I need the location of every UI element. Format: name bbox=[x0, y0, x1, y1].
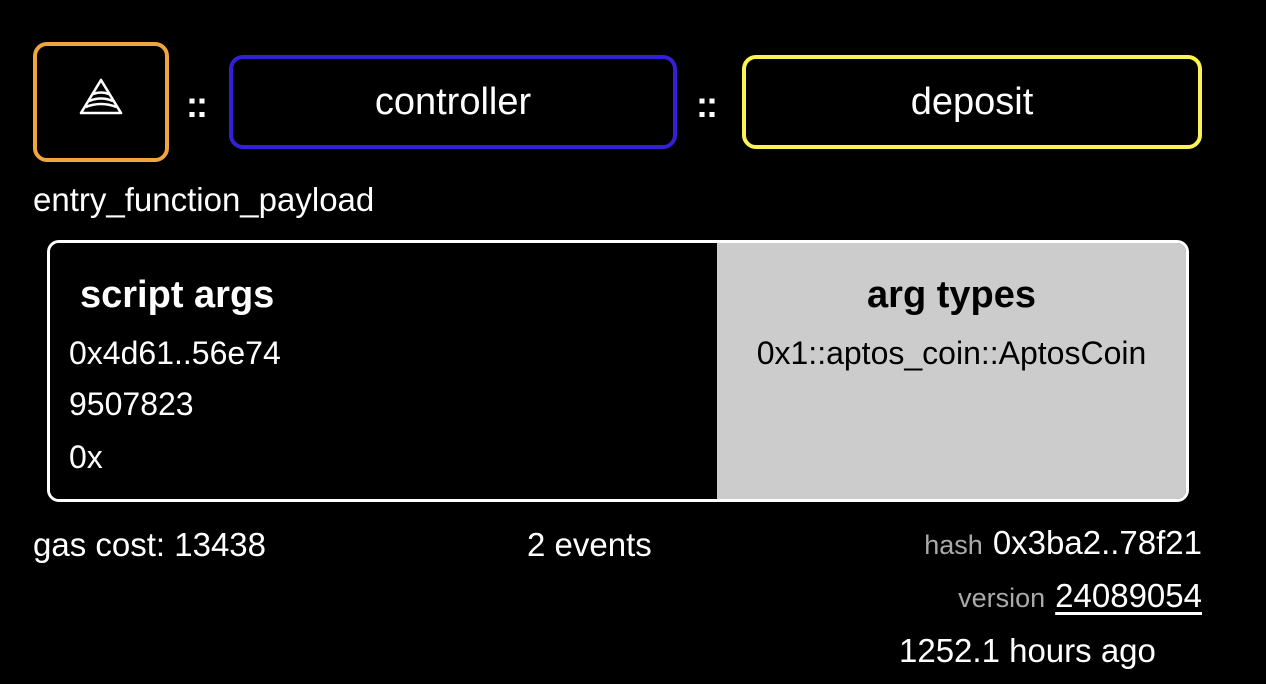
version-label: version bbox=[958, 583, 1046, 613]
version-row: version 24089054 bbox=[958, 577, 1202, 615]
path-separator: :: bbox=[186, 84, 208, 125]
script-args-heading: script args bbox=[80, 274, 275, 316]
hash-row: hash 0x3ba2..78f21 bbox=[924, 524, 1202, 562]
arg-type-value: 0x1::aptos_coin::AptosCoin bbox=[756, 335, 1147, 371]
module-name-box[interactable]: controller bbox=[229, 55, 677, 149]
path-separator: :: bbox=[696, 84, 718, 125]
hash-label: hash bbox=[924, 530, 983, 560]
aptos-logo-icon bbox=[78, 77, 124, 127]
hash-value: 0x3ba2..78f21 bbox=[992, 524, 1202, 561]
arg-types-heading: arg types bbox=[867, 274, 1036, 316]
payload-type: entry_function_payload bbox=[33, 181, 375, 218]
function-name-box[interactable]: deposit bbox=[742, 55, 1202, 149]
arguments-panel: script args 0x4d61..56e74 9507823 0x arg… bbox=[47, 240, 1189, 502]
events-count[interactable]: 2 events bbox=[527, 526, 652, 563]
script-arg-value: 0x4d61..56e74 bbox=[69, 335, 281, 371]
script-arg-value: 9507823 bbox=[69, 386, 194, 422]
script-args-section: script args 0x4d61..56e74 9507823 0x bbox=[50, 243, 717, 499]
version-link[interactable]: 24089054 bbox=[1055, 577, 1202, 614]
time-ago: 1252.1 hours ago bbox=[899, 632, 1156, 669]
arg-types-section: arg types 0x1::aptos_coin::AptosCoin bbox=[717, 243, 1186, 499]
module-name: controller bbox=[374, 80, 532, 123]
script-arg-value: 0x bbox=[69, 439, 103, 475]
function-name: deposit bbox=[910, 80, 1034, 123]
gas-cost: gas cost: 13438 bbox=[33, 526, 266, 563]
module-address-box[interactable] bbox=[33, 42, 169, 162]
